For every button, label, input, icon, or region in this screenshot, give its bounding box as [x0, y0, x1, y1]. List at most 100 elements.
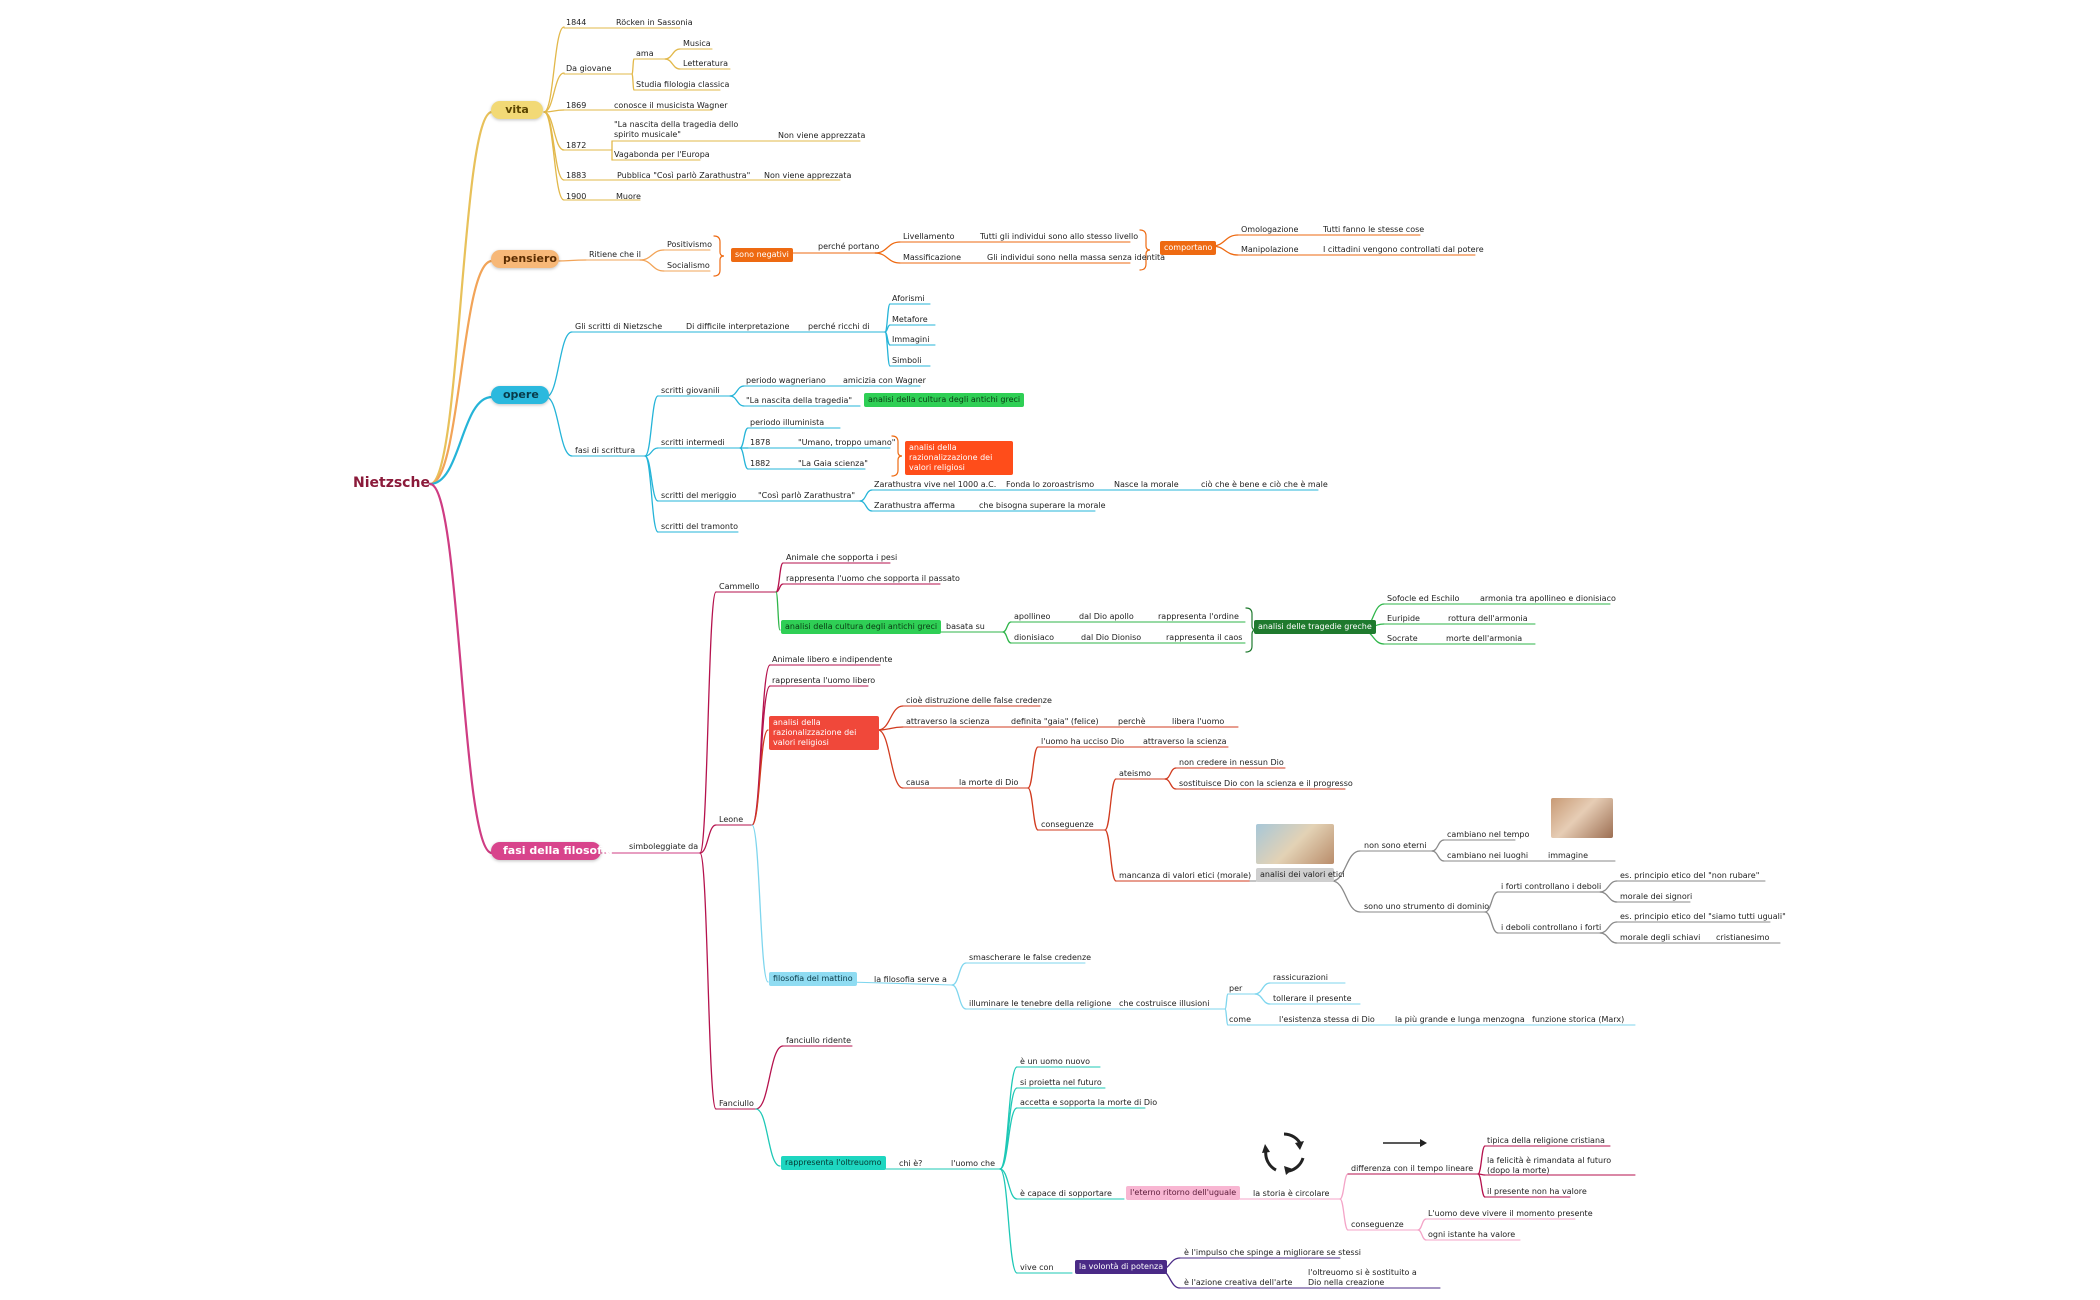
- fasi-dionisiaco[interactable]: dionisiaco: [1014, 633, 1055, 642]
- fasi-accetta-morte[interactable]: accetta e sopporta la morte di Dio: [1020, 1098, 1158, 1107]
- fasi-azione-creativa[interactable]: è l'azione creativa dell'arte: [1184, 1278, 1293, 1287]
- fasi-capace-sopportare[interactable]: è capace di sopportare: [1020, 1189, 1112, 1198]
- fasi-funzione-storica[interactable]: funzione storica (Marx): [1532, 1015, 1625, 1024]
- fasi-tipica-religione[interactable]: tipica della religione cristiana: [1487, 1136, 1605, 1145]
- fasi-strumento-dominio[interactable]: sono uno strumento di dominio: [1364, 902, 1490, 911]
- fasi-cammello-animale[interactable]: Animale che sopporta i pesi: [786, 553, 898, 562]
- fasi-analisi-etici[interactable]: analisi dei valori etici: [1256, 868, 1345, 882]
- vita-ama[interactable]: ama: [636, 49, 654, 58]
- fasi-rappresenta-oltreuomo[interactable]: rappresenta l'oltreuomo: [781, 1156, 886, 1170]
- opere-scritti-tramonto[interactable]: scritti del tramonto: [661, 522, 738, 531]
- fasi-cristianesimo[interactable]: cristianesimo: [1716, 933, 1770, 942]
- opere-scritti-giovanili[interactable]: scritti giovanili: [661, 386, 720, 395]
- vita-year-1883[interactable]: 1883: [566, 171, 587, 180]
- opere-bene-male[interactable]: ciò che è bene e ciò che è male: [1201, 480, 1328, 489]
- fasi-volonta-potenza[interactable]: la volontà di potenza: [1075, 1260, 1168, 1274]
- pensiero-manipolazione-desc[interactable]: I cittadini vengono controllati dal pote…: [1323, 245, 1484, 254]
- pensiero-massificazione-desc[interactable]: Gli individui sono nella massa senza ide…: [987, 253, 1166, 262]
- opere-scritti-intermedi[interactable]: scritti intermedi: [661, 438, 725, 447]
- fasi-non-rubare[interactable]: es. principio etico del "non rubare": [1620, 871, 1760, 880]
- fasi-rassicurazioni[interactable]: rassicurazioni: [1273, 973, 1329, 982]
- fasi-filosofia-mattino[interactable]: filosofia del mattino: [769, 972, 857, 986]
- fasi-morte-dio[interactable]: la morte di Dio: [959, 778, 1019, 787]
- fasi-sofocle[interactable]: Sofocle ed Eschilo: [1387, 594, 1460, 603]
- fasi-perche[interactable]: perchè: [1118, 717, 1146, 726]
- vita-non-apprezzata-1[interactable]: Non viene apprezzata: [778, 131, 866, 140]
- opere-superare-morale[interactable]: che bisogna superare la morale: [979, 501, 1106, 510]
- vita-year-1869[interactable]: 1869: [566, 101, 587, 110]
- opere-fonda-zoroastrismo[interactable]: Fonda lo zoroastrismo: [1006, 480, 1095, 489]
- fasi-conseguenze[interactable]: conseguenze: [1041, 820, 1094, 829]
- fasi-tollerare-presente[interactable]: tollerare il presente: [1273, 994, 1352, 1003]
- pensiero-perche-portano[interactable]: perché portano: [818, 242, 880, 251]
- fasi-costruisce-illusioni[interactable]: che costruisce illusioni: [1119, 999, 1210, 1008]
- fasi-filosofia-serve[interactable]: la filosofia serve a: [874, 975, 947, 984]
- pensiero-socialismo[interactable]: Socialismo: [667, 261, 710, 270]
- fasi-dal-apollo[interactable]: dal Dio apollo: [1079, 612, 1134, 621]
- fasi-armonia[interactable]: armonia tra apollineo e dionisiaco: [1480, 594, 1616, 603]
- vita-muore[interactable]: Muore: [616, 192, 641, 201]
- opere-year-1882[interactable]: 1882: [750, 459, 771, 468]
- fasi-libera-uomo[interactable]: libera l'uomo: [1172, 717, 1225, 726]
- vita-musica[interactable]: Musica: [683, 39, 711, 48]
- vita-da-giovane[interactable]: Da giovane: [566, 64, 612, 73]
- pensiero-ritiene[interactable]: Ritiene che il: [589, 250, 641, 259]
- vita-year-1872[interactable]: 1872: [566, 141, 587, 150]
- opere-metafore[interactable]: Metafore: [892, 315, 928, 324]
- fasi-conseguenze-2[interactable]: conseguenze: [1351, 1220, 1404, 1229]
- topic-vita[interactable]: vita: [491, 101, 543, 119]
- topic-fasi-della-filosofia[interactable]: fasi della filosofia: [491, 842, 613, 860]
- fasi-menzogna[interactable]: la più grande e lunga menzogna: [1395, 1015, 1525, 1024]
- fasi-cammello-rappresenta[interactable]: rappresenta l'uomo che sopporta il passa…: [786, 574, 960, 583]
- opere-amicizia-wagner[interactable]: amicizia con Wagner: [843, 376, 926, 385]
- fasi-immagine[interactable]: immagine: [1548, 851, 1589, 860]
- opere-umano[interactable]: "Umano, troppo umano": [798, 438, 896, 447]
- fasi-non-eterni[interactable]: non sono eterni: [1364, 841, 1427, 850]
- opere-analisi-razionalizzazione[interactable]: analisi della razionalizzazione dei valo…: [905, 441, 1013, 475]
- fasi-uomo-nuovo[interactable]: è un uomo nuovo: [1020, 1057, 1091, 1066]
- pensiero-omologazione-desc[interactable]: Tutti fanno le stesse cose: [1323, 225, 1425, 234]
- fasi-oltreuomo-sostituito[interactable]: l'oltreuomo si è sostituito a Dio nella …: [1308, 1268, 1417, 1287]
- fasi-esistenza-dio[interactable]: l'esistenza stessa di Dio: [1279, 1015, 1375, 1024]
- opere-fasi-scrittura[interactable]: fasi di scrittura: [575, 446, 636, 455]
- opere-scritti[interactable]: Gli scritti di Nietzsche: [575, 322, 663, 331]
- fasi-per[interactable]: per: [1229, 984, 1243, 993]
- fasi-istante-valore[interactable]: ogni istante ha valore: [1428, 1230, 1516, 1239]
- opere-year-1878[interactable]: 1878: [750, 438, 771, 447]
- vita-year-1844[interactable]: 1844: [566, 18, 587, 27]
- opere-gaia-scienza[interactable]: "La Gaia scienza": [798, 459, 868, 468]
- vita-letteratura[interactable]: Letteratura: [683, 59, 729, 68]
- pensiero-manipolazione[interactable]: Manipolazione: [1241, 245, 1299, 254]
- pensiero-massificazione[interactable]: Massificazione: [903, 253, 962, 262]
- pensiero-sono-negativi[interactable]: sono negativi: [731, 248, 793, 262]
- fasi-forti-deboli[interactable]: i forti controllano i deboli: [1501, 882, 1602, 891]
- fasi-morale-signori[interactable]: morale dei signori: [1620, 892, 1693, 901]
- fasi-sostituisce[interactable]: sostituisce Dio con la scienza e il prog…: [1179, 779, 1353, 788]
- fasi-rottura[interactable]: rottura dell'armonia: [1448, 614, 1528, 623]
- fasi-socrate[interactable]: Socrate: [1387, 634, 1418, 643]
- fasi-morte-armonia[interactable]: morte dell'armonia: [1446, 634, 1523, 643]
- fasi-apollineo[interactable]: apollineo: [1014, 612, 1051, 621]
- fasi-eterno-ritorno[interactable]: l'eterno ritorno dell'uguale: [1126, 1186, 1241, 1200]
- fasi-cammello-analisi-greci[interactable]: analisi della cultura degli antichi grec…: [781, 620, 942, 634]
- fasi-impulso[interactable]: è l'impulso che spinge a migliorare se s…: [1184, 1248, 1361, 1257]
- opere-immagini[interactable]: Immagini: [892, 335, 930, 344]
- fasi-leone-animale[interactable]: Animale libero e indipendente: [772, 655, 893, 664]
- opere-zarathustra-visse[interactable]: Zarathustra vive nel 1000 a.C.: [874, 480, 997, 489]
- opere-simboli[interactable]: Simboli: [892, 356, 922, 365]
- fasi-storia-circolare[interactable]: la storia è circolare: [1253, 1189, 1330, 1198]
- fasi-cambiano-luoghi[interactable]: cambiano nei luoghi: [1447, 851, 1529, 860]
- opere-difficile[interactable]: Di difficile interpretazione: [686, 322, 790, 331]
- fasi-cammello[interactable]: Cammello: [719, 582, 760, 591]
- opere-ricchi[interactable]: perché ricchi di: [808, 322, 870, 331]
- pensiero-comportano[interactable]: comportano: [1160, 241, 1217, 255]
- fasi-presente-non-valore[interactable]: il presente non ha valore: [1487, 1187, 1587, 1196]
- fasi-euripide[interactable]: Euripide: [1387, 614, 1420, 623]
- fasi-ateismo[interactable]: ateismo: [1119, 769, 1152, 778]
- fasi-felicita-rimandata[interactable]: la felicità è rimandata al futuro (dopo …: [1487, 1156, 1612, 1175]
- fasi-ordine[interactable]: rappresenta l'ordine: [1158, 612, 1239, 621]
- opere-nascita-tragedia[interactable]: "La nascita della tragedia": [746, 396, 853, 405]
- fasi-dal-dioniso[interactable]: dal Dio Dioniso: [1081, 633, 1142, 642]
- fasi-differenza-tempo-lineare[interactable]: differenza con il tempo lineare: [1351, 1164, 1474, 1173]
- fasi-basata-su[interactable]: basata su: [946, 622, 985, 631]
